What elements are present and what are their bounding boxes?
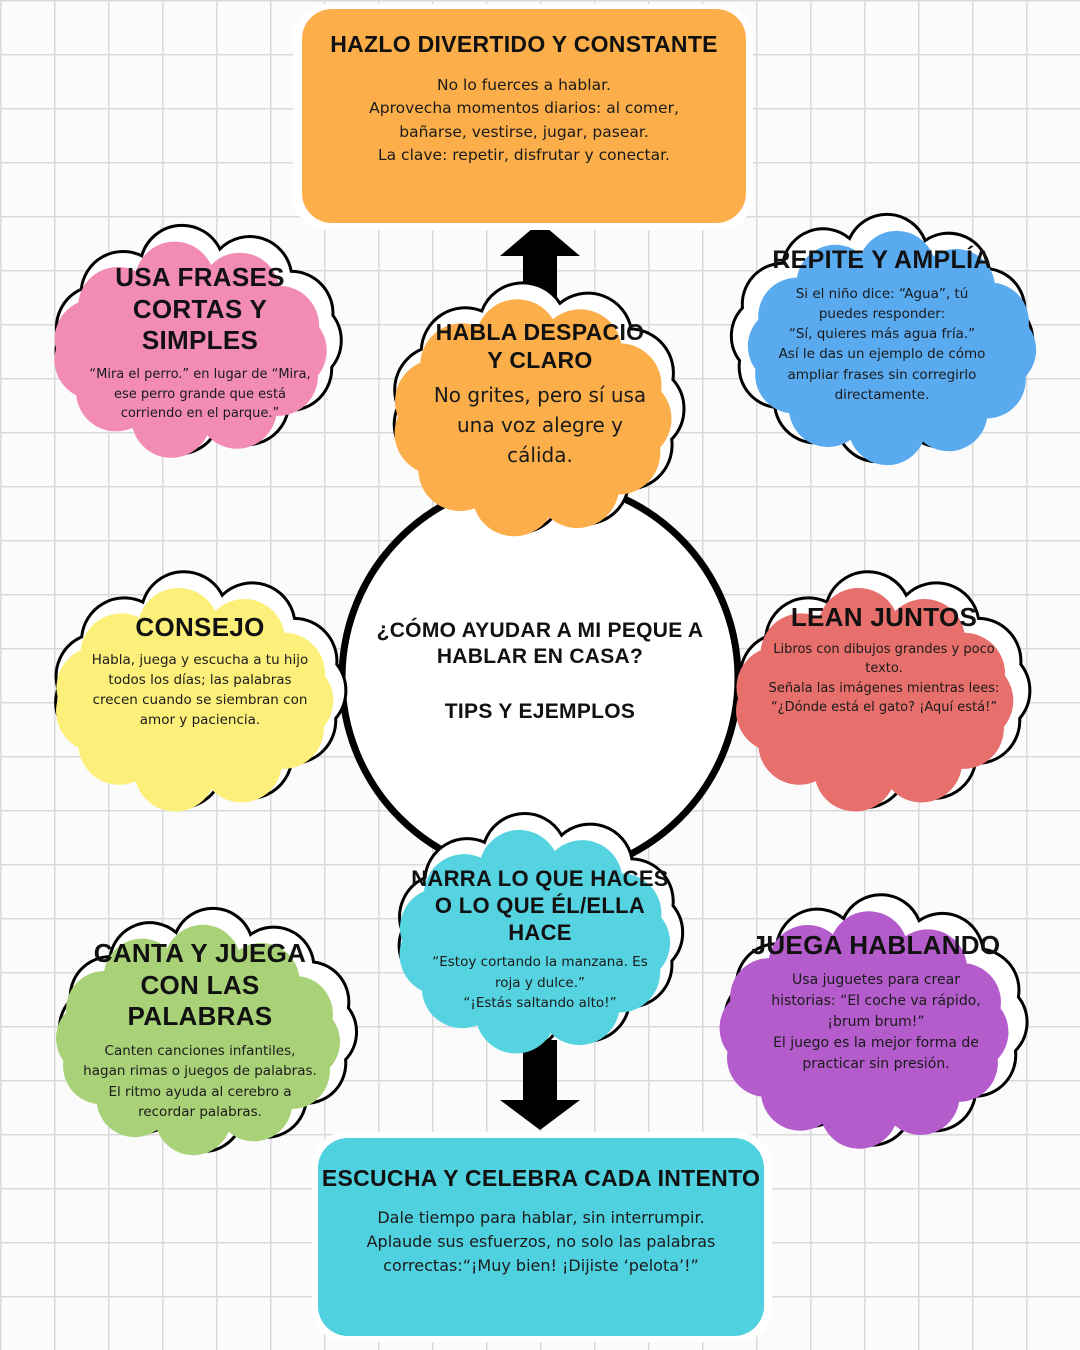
central-question: ¿Cómo ayudar a mi peque a hablar en casa… (376, 619, 704, 668)
cloud-consejo: Consejo Habla, juega y escucha a tu hijo… (62, 612, 338, 731)
cloud-canta-title: Canta y juega con las palabras (93, 938, 307, 1032)
cloud-usa-frases-shape (54, 223, 343, 458)
cloud-repite-fill (747, 230, 1037, 466)
card-bottom-body: Dale tiempo para hablar, sin interrumpir… (366, 1208, 716, 1276)
cloud-usa_frases-fill (54, 241, 327, 458)
cloud-narra-body: “Estoy cortando la manzana. Es roja y du… (432, 954, 648, 1011)
cloud-narra: Narra lo que haces o lo que él/ella hace… (400, 866, 680, 1013)
cloud-narra-title: Narra lo que haces o lo que él/ella hace (411, 866, 669, 945)
cloud-juega-body: Usa juguetes para crear historias: “El c… (771, 971, 981, 1072)
cloud-narra-shape (397, 812, 685, 1054)
cloud-lean-fill (736, 587, 1014, 812)
cloud-repite: Repite y amplía Si el niño dice: “Agua”,… (740, 245, 1024, 405)
card-bottom-title: Escucha y celebra cada intento (321, 1165, 761, 1191)
cloud-repite-body: Si el niño dice: “Agua”, tú puedes respo… (778, 285, 986, 403)
cloud-juega-shape (719, 893, 1029, 1149)
cloud-lean-body: Libros con dibujos grandes y poco texto.… (768, 641, 1000, 716)
cloud-consejo-body: Habla, juega y escucha a tu hijo todos l… (91, 651, 309, 729)
central-text: ¿Cómo ayudar a mi peque a hablar en casa… (362, 618, 718, 725)
cloud-lean: Lean juntos Libros con dibujos grandes y… (742, 602, 1026, 718)
card-top-body: No lo fuerces a hablar. Aprovecha moment… (369, 76, 679, 164)
card-bottom-shape (312, 1132, 772, 1342)
cloud-usa-frases-title: Usa frases cortas y simples (115, 262, 285, 356)
cloud-usa-frases-body: “Mira el perro.” en lugar de “Mira, ese … (89, 367, 311, 422)
cloud-habla-despacio: Habla despacio y claro No grites, pero s… (402, 318, 678, 470)
card-top-title: Hazlo divertido y constante (330, 31, 718, 57)
card-bottom: Escucha y celebra cada intento Dale tiem… (318, 1164, 764, 1278)
cloud-habla-despacio-title: Habla despacio y claro (435, 319, 645, 374)
cloud-lean-title: Lean juntos (790, 602, 978, 632)
cloud-habla_despacio-fill (394, 299, 672, 537)
cloud-consejo-shape (54, 570, 348, 812)
cloud-consejo-fill (56, 587, 334, 812)
cloud-habla-despacio-body: No grites, pero sí usa una voz alegre y … (433, 383, 647, 468)
cloud-narra-fill (399, 829, 671, 1054)
cloud-habla-despacio-shape (392, 281, 686, 537)
cloud-consejo-title: Consejo (135, 612, 265, 642)
cloud-canta-body: Canten canciones infantiles, hagan rimas… (83, 1043, 317, 1120)
cloud-repite-title: Repite y amplía (772, 246, 992, 274)
card-top-shape (293, 4, 753, 230)
card-top: Hazlo divertido y constante No lo fuerce… (302, 30, 746, 167)
arrow-down (500, 1040, 580, 1130)
cloud-repite-shape (729, 212, 1037, 466)
central-subtitle: Tips y ejemplos (444, 700, 636, 724)
cloud-lean-shape (736, 570, 1032, 812)
cloud-canta-shape (56, 906, 359, 1156)
cloud-canta-fill (56, 924, 340, 1156)
cloud-juega-title: Juega hablando (751, 930, 1001, 960)
cloud-juega-fill (719, 911, 1009, 1149)
cloud-usa-frases: Usa frases cortas y simples “Mira el per… (60, 262, 340, 424)
cloud-canta: Canta y juega con las palabras Canten ca… (60, 938, 340, 1122)
cloud-juega: Juega hablando Usa juguetes para crear h… (736, 930, 1016, 1075)
